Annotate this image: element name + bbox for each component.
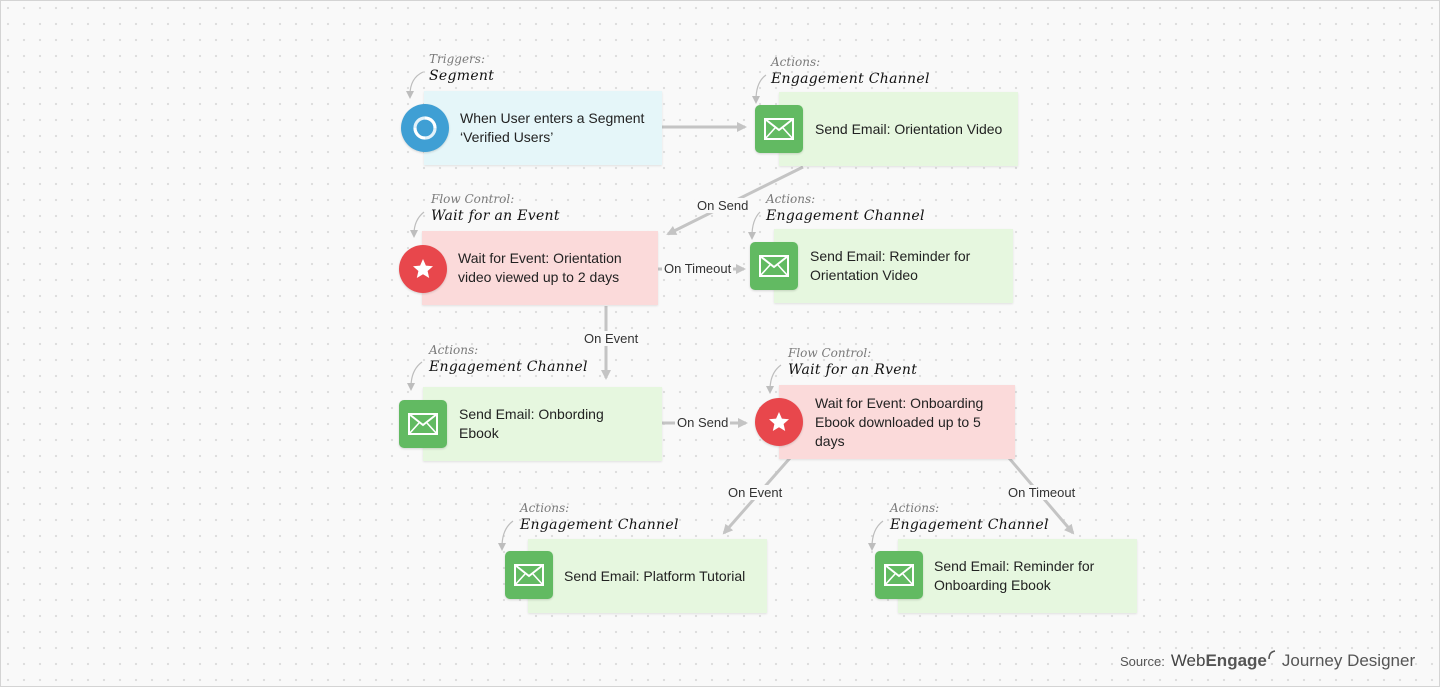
- email-onbording-node[interactable]: Send Email: Onbording Ebook: [423, 387, 662, 461]
- node-text-line: video viewed up to 2 days: [458, 269, 620, 285]
- node-category-label: Actions:: [890, 501, 940, 515]
- node-category-label: Actions:: [771, 55, 821, 69]
- brand-logo-engage: Engage: [1205, 651, 1267, 670]
- node-title: Engagement Channel: [890, 517, 1049, 533]
- title-hook-reminder-ebook: [868, 520, 884, 551]
- node-title: Wait for an Rvent: [788, 362, 918, 378]
- edge-label-on-event: On Event: [582, 331, 641, 346]
- title-hook-wait-ebook: [766, 364, 782, 394]
- segment-refresh-icon: [401, 104, 449, 152]
- node-text-line: Send Email: Orientation Video: [815, 120, 1003, 137]
- node-title: Wait for an Event: [431, 208, 560, 224]
- email-reminder-orientation-node[interactable]: Send Email: Reminder for Orientation Vid…: [774, 229, 1013, 303]
- title-hook-email-orientation: [752, 74, 767, 104]
- email-reminder-ebook-node[interactable]: Send Email: Reminder for Onboarding Eboo…: [898, 539, 1137, 613]
- brand-hook-icon: [1268, 647, 1276, 665]
- node-title: Engagement Channel: [771, 71, 930, 87]
- source-label: Source:: [1120, 653, 1165, 669]
- title-hook-segment: [406, 71, 424, 99]
- envelope-icon: [755, 105, 803, 153]
- edge-label-on-send: On Send: [695, 198, 751, 213]
- edge-label-on-timeout: On Timeout: [1006, 485, 1078, 500]
- node-text-line: Ebook downloaded up to 5 days: [815, 413, 981, 449]
- node-category-label: Triggers:: [429, 52, 485, 66]
- edge-label-on-timeout: On Timeout: [662, 261, 734, 276]
- node-text-line: Send Email: Platform Tutorial: [564, 567, 746, 584]
- wait-ebook-node[interactable]: Wait for Event: Onboarding Ebook downloa…: [779, 385, 1015, 459]
- envelope-icon: [750, 242, 798, 290]
- star-icon: [755, 398, 803, 446]
- node-category-label: Flow Control:: [431, 192, 515, 206]
- node-text-line: Send Email: Reminder for: [810, 248, 971, 264]
- envelope-icon: [875, 551, 923, 599]
- title-hook-reminder-orientation: [748, 211, 761, 240]
- edge-label-on-event: On Event: [726, 485, 785, 500]
- node-text-line: ‘Verified Users’: [460, 129, 554, 145]
- trigger-segment-node[interactable]: When User enters a Segment ‘Verified Use…: [424, 91, 662, 165]
- envelope-icon: [399, 400, 447, 448]
- node-title: Engagement Channel: [429, 359, 588, 375]
- node-category-label: Flow Control:: [788, 346, 872, 360]
- title-hook-tutorial: [498, 520, 514, 551]
- edge-label-on-send: On Send: [675, 415, 731, 430]
- node-text-line: Send Email: Reminder for: [934, 558, 1095, 574]
- email-orientation-node[interactable]: Send Email: Orientation Video: [779, 92, 1018, 166]
- node-text-line: Onboarding Ebook: [934, 577, 1051, 593]
- email-tutorial-node[interactable]: Send Email: Platform Tutorial: [528, 539, 767, 613]
- brand-logo-web: Web: [1170, 651, 1206, 670]
- node-category-label: Actions:: [520, 501, 570, 515]
- node-text-line: Wait for Event: Onboarding: [815, 394, 984, 411]
- node-text-line: When User enters a Segment: [460, 110, 645, 126]
- title-hook-wait-orientation: [410, 211, 425, 238]
- node-text-line: Send Email: Onbording: [459, 406, 604, 422]
- node-text-line: Wait for Event: Orientation: [458, 250, 622, 266]
- wait-orientation-node[interactable]: Wait for Event: Orientation video viewed…: [422, 231, 658, 305]
- node-title: Segment: [429, 68, 495, 84]
- node-category-label: Actions:: [429, 343, 479, 357]
- node-title: Engagement Channel: [520, 517, 679, 533]
- source-credit: Source: Web Engage Journey Designer: [1120, 650, 1416, 671]
- star-icon: [399, 245, 447, 293]
- node-title: Engagement Channel: [766, 208, 925, 224]
- title-hook-onbording: [407, 361, 423, 391]
- node-text-line: Ebook: [459, 425, 499, 441]
- node-category-label: Actions:: [766, 192, 816, 206]
- node-text-line: Orientation Video: [810, 267, 918, 283]
- envelope-icon: [505, 551, 553, 599]
- product-name: Journey Designer: [1281, 651, 1416, 670]
